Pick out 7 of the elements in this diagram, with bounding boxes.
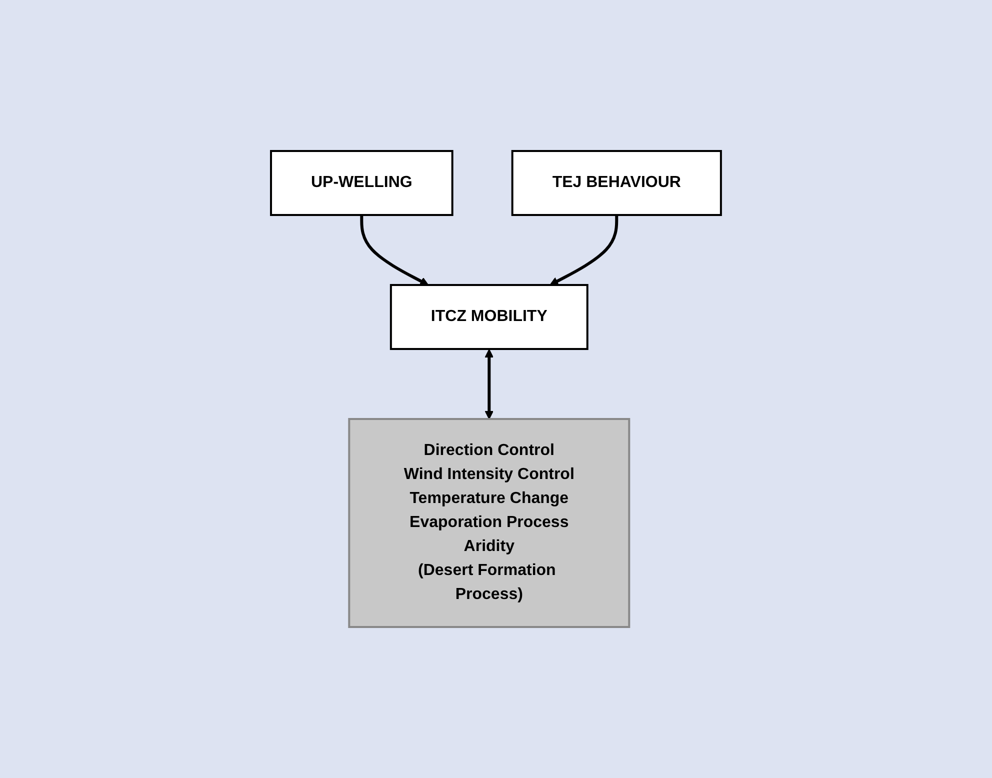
node-box: Direction Control Wind Intensity Control Temperature Change Evaporation Process Aridity (Desert Formation Process) xyxy=(348,418,630,628)
arrow xyxy=(360,215,429,286)
node-box: ITCZ MOBILITY xyxy=(390,284,588,350)
arrow xyxy=(484,349,494,420)
node-box: UP-WELLING xyxy=(270,150,454,216)
arrow xyxy=(550,215,618,286)
node-box: TEJ BEHAVIOUR xyxy=(511,150,722,216)
